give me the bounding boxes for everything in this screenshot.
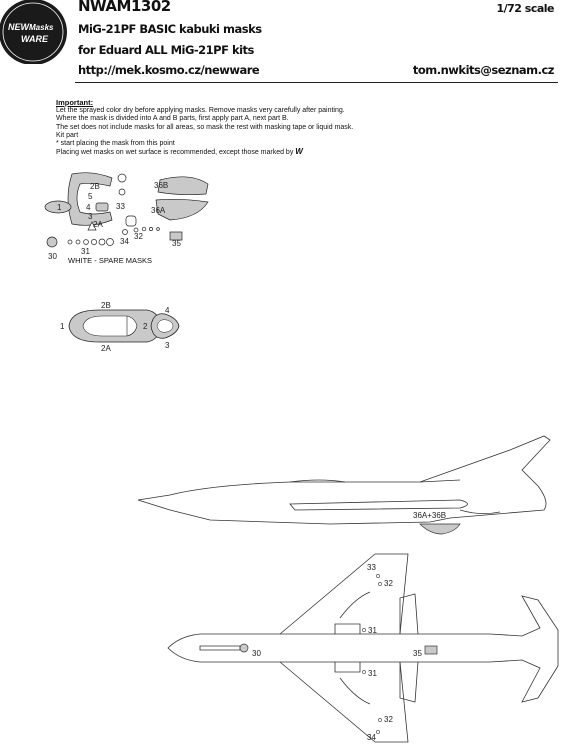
mask-label: 36A <box>151 206 166 215</box>
product-subtitle: for Eduard ALL MiG-21PF kits <box>78 43 254 57</box>
canopy-label: 1 <box>60 322 65 331</box>
top-view-label: 33 <box>367 563 376 572</box>
top-view-label: 34 <box>367 733 376 742</box>
mask-piece-36a <box>155 198 209 221</box>
top-view-label: 35 <box>413 649 422 658</box>
mask-piece-4 <box>95 202 109 212</box>
mask-label: 31 <box>81 247 90 256</box>
spare-mask <box>122 229 128 235</box>
mask-label: 4 <box>86 203 91 212</box>
spare-mask <box>149 227 153 231</box>
canopy-label: 4 <box>165 306 170 315</box>
canopy-label: 2A <box>101 344 111 353</box>
canopy-label: 3 <box>165 341 170 350</box>
top-view-label: 31 <box>368 626 377 635</box>
mask-piece-35 <box>169 231 183 241</box>
side-view-label: 36A+36B <box>413 511 446 520</box>
aircraft-side-view: 36A+36B <box>137 435 551 535</box>
canopy-diagram: 2B 1 2A 2 4 3 <box>60 301 180 353</box>
mask-label: 32 <box>134 232 143 241</box>
instruction-line: Let the sprayed color dry before applyin… <box>56 107 345 115</box>
mask-label: 33 <box>116 202 125 211</box>
instruction-line: Placing wet masks on wet surface is reco… <box>56 147 303 157</box>
spare-mask <box>118 188 126 196</box>
spare-mask <box>133 227 139 233</box>
logo-text-masks: Masks <box>29 23 54 32</box>
mask-label: 1 <box>57 203 62 212</box>
mask-sheet: 2B 5 1 4 3 2A 33 36B 36A 32 34 35 30 31 <box>44 172 209 261</box>
email-link[interactable]: tom.nwkits@seznam.cz <box>412 63 555 77</box>
mask-label: 2A <box>93 220 103 229</box>
instructions-heading: Important: <box>56 98 94 107</box>
spare-masks-legend: WHITE - SPARE MASKS <box>68 256 153 265</box>
spare-mask <box>156 227 160 231</box>
mask-label: 36B <box>154 181 168 190</box>
newware-logo: NEW Masks WARE <box>0 0 67 64</box>
instruction-line: * start placing the mask from this point <box>56 140 175 148</box>
product-code: NWAM1302 <box>78 0 171 15</box>
wet-mask-symbol-icon: W <box>295 147 303 157</box>
product-title: MiG-21PF BASIC kabuki masks <box>78 22 262 36</box>
spare-mask <box>83 239 89 245</box>
mask-label: 3 <box>88 212 93 221</box>
spare-mask <box>106 238 114 246</box>
top-view-label: 32 <box>384 715 393 724</box>
part-35-mask <box>424 645 438 655</box>
mask-label: 35 <box>172 239 181 248</box>
canopy-label: 2 <box>143 322 148 331</box>
instruction-line: The set does not include masks for all a… <box>56 123 354 131</box>
spare-mask <box>87 221 97 231</box>
website-link[interactable]: http://mek.kosmo.cz/newware <box>78 63 260 77</box>
logo-text-new: NEW <box>8 22 31 32</box>
mask-piece-30 <box>46 236 58 248</box>
spare-mask <box>125 215 137 227</box>
spare-mask <box>141 226 147 232</box>
scale-label: 1/72 scale <box>496 2 554 15</box>
spare-mask <box>91 239 97 245</box>
spare-mask <box>98 238 106 246</box>
instruction-line: Where the mask is divided into A and B p… <box>56 115 289 123</box>
header-divider <box>75 82 558 83</box>
top-view-label: 32 <box>384 579 393 588</box>
ventral-fin-mask <box>419 523 461 535</box>
aircraft-top-view: 33 32 31 30 31 35 32 34 <box>167 553 559 743</box>
mask-label: 30 <box>48 252 57 261</box>
top-view-label: 30 <box>252 649 261 658</box>
mask-piece-2 <box>67 172 113 226</box>
spare-mask <box>67 239 73 245</box>
mask-label: 5 <box>88 192 93 201</box>
instruction-line: Kit part <box>56 131 79 139</box>
spare-mask <box>75 239 81 245</box>
instructions-block: Important: Let the sprayed color dry bef… <box>56 98 536 157</box>
spare-mask <box>117 173 127 183</box>
canopy-label: 2B <box>101 301 111 310</box>
top-view-label: 31 <box>368 669 377 678</box>
logo-text-ware: WARE <box>21 34 49 44</box>
mask-piece-36b <box>157 176 209 196</box>
part-30-mask <box>239 643 249 653</box>
mask-label: 34 <box>120 237 129 246</box>
mask-piece-1 <box>44 200 72 214</box>
mask-label: 2B <box>90 182 100 191</box>
